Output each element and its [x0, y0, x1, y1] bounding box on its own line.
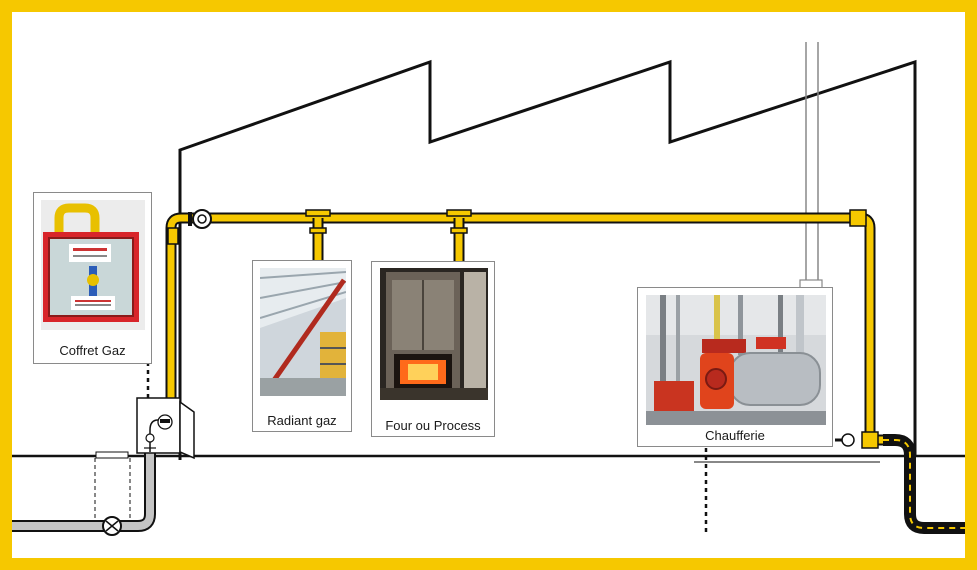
gas-pipe-network: [165, 209, 883, 449]
chimney: [799, 42, 823, 289]
furnace-image: [380, 268, 488, 400]
coffret-gaz-photo: [41, 200, 145, 330]
ground-marker: [95, 451, 129, 459]
radiant-gaz-photo: [260, 268, 346, 396]
underground-exit-pipe: [883, 434, 965, 534]
coffret-gaz-label: Coffret Gaz: [59, 343, 126, 358]
gas-meter-cabinet: [136, 397, 195, 460]
radiant-heater-image: [260, 268, 346, 396]
coffret-gaz-card: Coffret Gaz: [33, 192, 152, 364]
boiler-valve-icon: [835, 433, 855, 447]
main-valve-icon: [188, 209, 212, 229]
chaufferie-label: Chaufferie: [705, 428, 765, 443]
four-process-card: Four ou Process: [371, 261, 495, 437]
underground-valve-icon: [102, 516, 122, 536]
factory-roof-outline: [178, 59, 917, 460]
chaufferie-photo: [646, 295, 826, 425]
boiler-room-image: [646, 295, 826, 425]
four-process-photo: [380, 268, 488, 400]
underground-pipe: [12, 452, 156, 532]
gas-box-image: [41, 200, 145, 330]
radiant-gaz-label: Radiant gaz: [267, 413, 337, 428]
four-process-label: Four ou Process: [385, 418, 481, 433]
chaufferie-card: Chaufferie: [637, 287, 833, 447]
radiant-gaz-card: Radiant gaz: [252, 260, 352, 432]
